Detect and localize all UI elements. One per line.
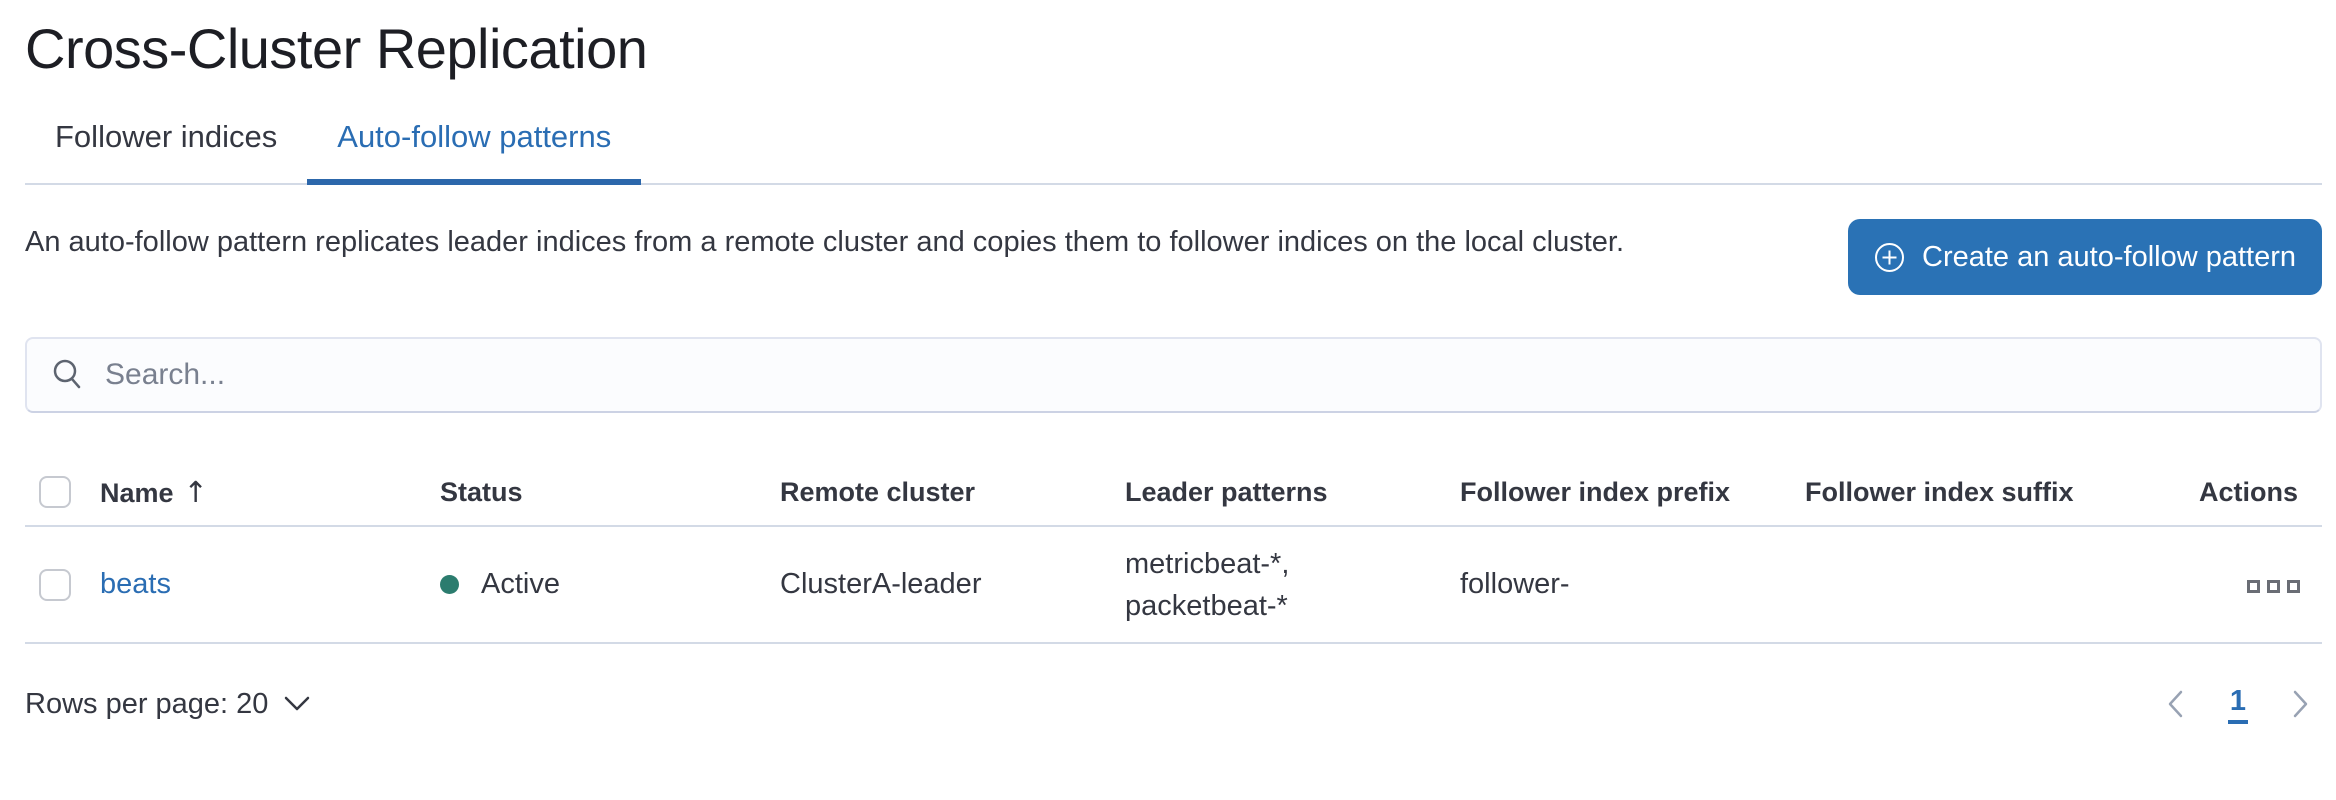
chevron-down-icon bbox=[284, 696, 310, 712]
column-header-remote-cluster[interactable]: Remote cluster bbox=[780, 476, 976, 507]
row-checkbox[interactable] bbox=[39, 568, 71, 601]
pagination: 1 bbox=[2166, 685, 2322, 724]
pagination-page-1[interactable]: 1 bbox=[2227, 685, 2248, 724]
description-row: An auto-follow pattern replicates leader… bbox=[25, 219, 2322, 295]
rows-per-page-label: Rows per page: 20 bbox=[25, 687, 269, 720]
column-header-name[interactable]: Name↑ bbox=[100, 475, 208, 509]
plus-in-circle-icon bbox=[1874, 242, 1905, 273]
search-input[interactable] bbox=[105, 358, 2296, 392]
select-all-checkbox[interactable] bbox=[39, 476, 71, 508]
table-footer: Rows per page: 20 1 bbox=[25, 664, 2322, 744]
search-bar bbox=[25, 337, 2322, 413]
create-button-label: Create an auto-follow pattern bbox=[1922, 240, 2296, 273]
pattern-name-link[interactable]: beats bbox=[100, 568, 171, 600]
column-header-actions: Actions bbox=[2198, 476, 2298, 507]
column-header-follower-index-prefix[interactable]: Follower index prefix bbox=[1460, 476, 1731, 507]
follower-index-prefix-cell: follower- bbox=[1460, 568, 1570, 600]
table-header-row: Name↑ Status Remote cluster Leader patte… bbox=[25, 459, 2322, 527]
tab-auto-follow-patterns[interactable]: Auto-follow patterns bbox=[307, 119, 642, 185]
leader-patterns-cell: metricbeat-*, packetbeat-* bbox=[1125, 547, 1290, 622]
tab-follower-indices[interactable]: Follower indices bbox=[55, 119, 278, 154]
rows-per-page-selector[interactable]: Rows per page: 20 bbox=[25, 688, 310, 721]
boxes-horizontal-icon[interactable] bbox=[2247, 580, 2300, 593]
create-auto-follow-pattern-button[interactable]: Create an auto-follow pattern bbox=[1848, 219, 2322, 295]
auto-follow-patterns-table: Name↑ Status Remote cluster Leader patte… bbox=[25, 459, 2322, 644]
tab-bar: Follower indices Auto-follow patterns bbox=[25, 119, 2322, 185]
page-title: Cross-Cluster Replication bbox=[25, 17, 648, 80]
status-label: Active bbox=[481, 568, 560, 600]
remote-cluster-cell: ClusterA-leader bbox=[780, 568, 982, 600]
search-icon bbox=[51, 358, 85, 392]
table-row: beats Active ClusterA-leader metricbeat-… bbox=[25, 527, 2322, 644]
cross-cluster-replication-page: Cross-Cluster Replication Follower indic… bbox=[0, 16, 2336, 744]
column-header-status[interactable]: Status bbox=[440, 476, 523, 507]
column-header-leader-patterns[interactable]: Leader patterns bbox=[1125, 476, 1328, 507]
column-header-follower-index-suffix[interactable]: Follower index suffix bbox=[1805, 476, 2074, 507]
chevron-right-icon[interactable] bbox=[2292, 689, 2310, 719]
status-active-dot-icon bbox=[440, 575, 459, 594]
page-description: An auto-follow pattern replicates leader… bbox=[25, 226, 1625, 258]
sort-ascending-icon: ↑ bbox=[183, 475, 208, 509]
chevron-left-icon[interactable] bbox=[2166, 689, 2184, 719]
